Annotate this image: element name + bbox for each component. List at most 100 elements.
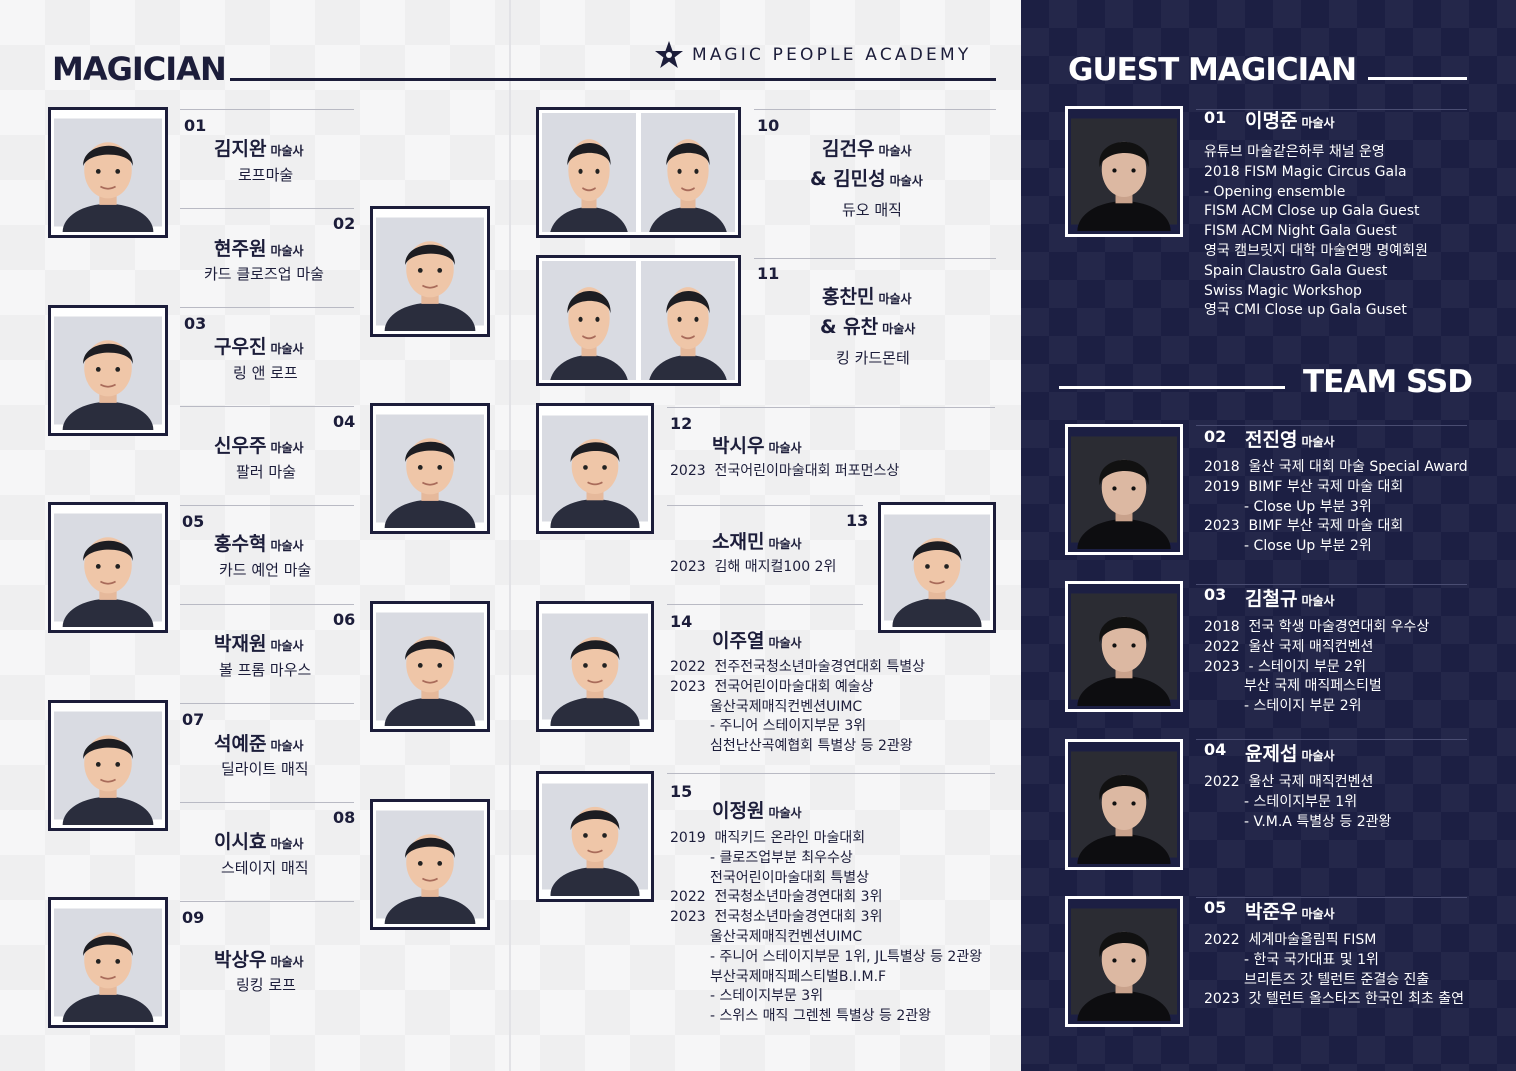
entry-number: 01 (1204, 108, 1227, 127)
photo-guest-01 (1065, 106, 1183, 237)
entry-number: 15 (670, 782, 693, 801)
name-suffix: 마술사 (270, 955, 304, 969)
divider (1196, 425, 1467, 426)
entry-number: 03 (184, 314, 207, 333)
center-fold (509, 0, 511, 1071)
name-text: 이주열 (712, 630, 765, 652)
photo-team-03 (1065, 581, 1183, 712)
act-title: 카드 클로즈업 마술 (204, 265, 324, 283)
act-title: 팔러 마술 (236, 463, 296, 481)
title-rule (1059, 386, 1285, 389)
name-suffix: 마술사 (768, 806, 802, 820)
divider (667, 604, 863, 605)
entry-number: 04 (333, 412, 356, 431)
photo-team-02 (1065, 424, 1183, 555)
act-title: 로프마술 (238, 166, 294, 184)
photo-12 (536, 403, 654, 534)
photo-13 (878, 502, 996, 633)
divider (180, 703, 354, 704)
team-title: TEAM SSD (1303, 364, 1473, 400)
name-suffix: 마술사 (270, 244, 304, 258)
star-logo-icon (655, 41, 683, 68)
name-text: 박준우 (1245, 901, 1298, 923)
name-text: & 김민성 (810, 168, 886, 190)
photo-11 (536, 255, 741, 386)
divider (754, 109, 996, 110)
name-suffix: 마술사 (270, 441, 304, 455)
name-text: 윤제섭 (1245, 743, 1298, 765)
award-list: 2022 울산 국제 매직컨벤션 - 스테이지부문 1위 - V.M.A 특별상… (1204, 774, 1392, 830)
name-text: 전진영 (1245, 429, 1298, 451)
entry-number: 09 (182, 908, 205, 927)
entry-number: 04 (1204, 740, 1227, 759)
photo-03 (48, 305, 168, 436)
name-text: 김지완 (214, 138, 267, 160)
award-list: 2022 전주전국청소년마술경연대회 특별상 2023 전국어린이마술대회 예술… (670, 659, 926, 755)
name-text: 이명준 (1245, 110, 1298, 132)
academy-name: MAGIC PEOPLE ACADEMY (692, 45, 972, 65)
name-suffix: 마술사 (768, 441, 802, 455)
divider (754, 258, 996, 259)
photo-02 (370, 206, 490, 337)
name-suffix: 마술사 (270, 144, 304, 158)
photo-08 (370, 799, 490, 930)
entry-number: 10 (757, 116, 780, 135)
entry-number: 07 (182, 710, 205, 729)
entry-number: 05 (1204, 898, 1227, 917)
title-rule (230, 78, 996, 81)
act-title: 스테이지 매직 (221, 859, 309, 877)
entry-number: 05 (182, 512, 205, 531)
act-title: 카드 예언 마술 (219, 561, 312, 579)
title-rule (1368, 77, 1467, 80)
name-suffix: 마술사 (768, 537, 802, 551)
name-text: 이정원 (712, 800, 765, 822)
name-suffix: 마술사 (1301, 116, 1335, 130)
name-text: & 유찬 (820, 316, 879, 338)
award-list: 2023 김해 매지컬100 2위 (670, 559, 837, 575)
name-text: 소재민 (712, 531, 765, 553)
divider (1196, 897, 1467, 898)
photo-04 (370, 403, 490, 534)
name-suffix: 마술사 (1301, 435, 1335, 449)
entry-number: 12 (670, 414, 693, 433)
name-suffix: 마술사 (882, 322, 916, 336)
award-list: 2018 울산 국제 대회 마술 Special Award 2019 BIMF… (1204, 459, 1468, 555)
award-list: 유튜브 마술같은하루 채널 운영 2018 FISM Magic Circus … (1204, 144, 1428, 319)
page-title: MAGICIAN (52, 50, 227, 88)
photo-team-05 (1065, 896, 1183, 1027)
name-text: 신우주 (214, 435, 267, 457)
divider (1196, 584, 1467, 585)
name-text: 박재원 (214, 633, 267, 655)
award-list: 2022 세계마술올림픽 FISM - 한국 국가대표 및 1위 브리튼즈 갓 … (1204, 932, 1464, 1008)
name-text: 현주원 (214, 238, 267, 260)
name-suffix: 마술사 (878, 144, 912, 158)
divider (180, 208, 354, 209)
photo-14 (536, 601, 654, 732)
divider (180, 109, 354, 110)
divider (1196, 109, 1467, 110)
award-list: 2019 매직키드 온라인 마술대회 - 클로즈업부분 최우수상 전국어린이마술… (670, 830, 983, 1025)
photo-team-04 (1065, 739, 1183, 870)
act-title: 볼 프롬 마우스 (219, 661, 312, 679)
entry-number: 02 (1204, 427, 1227, 446)
name-suffix: 마술사 (270, 539, 304, 553)
name-suffix: 마술사 (270, 739, 304, 753)
award-list: 2023 전국어린이마술대회 퍼포먼스상 (670, 463, 900, 479)
entry-number: 02 (333, 214, 356, 233)
